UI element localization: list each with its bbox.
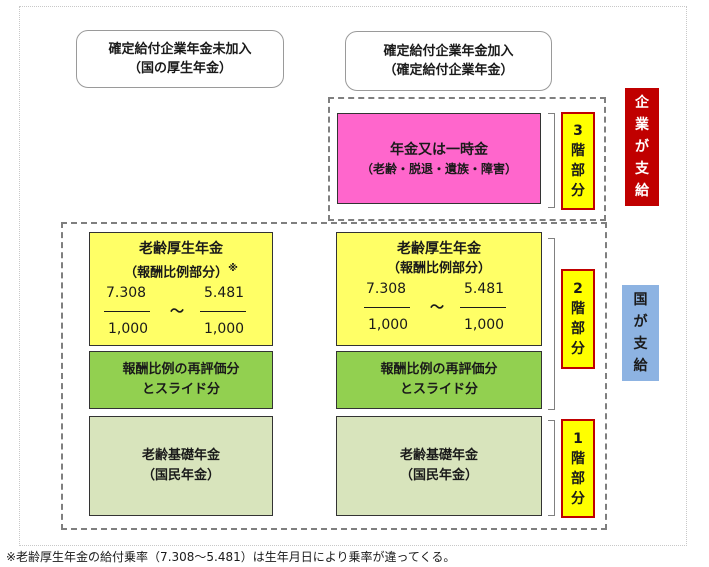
- rate-tilde: ～: [430, 300, 444, 316]
- basic-pension-line1: 老齢基礎年金: [141, 448, 220, 463]
- rate-denominator-low: 1,000: [368, 317, 409, 333]
- state-region: [61, 222, 607, 530]
- tier1-label: 1 階 部 分: [561, 419, 595, 518]
- company-pays-label: 企 業 が 支 給: [625, 88, 659, 206]
- footnote: ※老齢厚生年金の給付乗率（7.308～5.481）は生年月日により乗率が違ってく…: [6, 550, 456, 564]
- tier1-bracket: [548, 420, 555, 516]
- company-region: [328, 97, 606, 221]
- tier3-label: 3 階 部 分: [561, 112, 595, 210]
- rate-numerator-low: 7.308: [106, 285, 147, 302]
- pension-rate: 7.308 1,000 ～ 5.481 1,000: [86, 283, 276, 345]
- tier3-title: 年金又は一時金: [390, 141, 488, 158]
- payer-char: 支: [633, 336, 648, 352]
- payer-char: 給: [633, 358, 648, 374]
- tier-char: 階: [571, 301, 585, 317]
- basic-pension-line2: （国民年金）: [399, 468, 478, 483]
- rate-numerator-low: 7.308: [366, 281, 407, 297]
- basic-pension-box-left: 老齢基礎年金 （国民年金）: [89, 416, 273, 516]
- tier3-note: （老齢・脱退・遺族・障害）: [360, 161, 517, 176]
- rate-denominator-high: 1,000: [464, 317, 505, 333]
- pension-subtitle: （報酬比例部分）※: [124, 263, 238, 281]
- rate-divider-low: [364, 307, 410, 308]
- tier-char: 部: [571, 470, 585, 487]
- tier2-label: 2 階 部 分: [561, 269, 595, 369]
- revaluation-line2: とスライド分: [399, 382, 478, 397]
- pension-box-left: 老齢厚生年金 （報酬比例部分）※ 7.308 1,000 ～ 5.481 1,0…: [89, 232, 273, 346]
- payer-char: 給: [635, 183, 649, 199]
- pension-subtitle: （報酬比例部分）: [386, 261, 491, 276]
- state-pays-label: 国 が 支 給: [622, 285, 659, 381]
- pension-title: 老齢厚生年金: [397, 241, 481, 257]
- tier3-pension-box: 年金又は一時金 （老齢・脱退・遺族・障害）: [337, 113, 541, 204]
- footnote-mark: ※: [228, 263, 238, 274]
- basic-pension-line2: （国民年金）: [141, 468, 220, 483]
- revaluation-line1: 報酬比例の再評価分: [380, 362, 498, 377]
- tier3-bracket: [548, 113, 555, 208]
- rate-divider-low: [104, 311, 150, 313]
- basic-pension-box-right: 老齢基礎年金 （国民年金）: [336, 416, 542, 516]
- tier-char: 分: [571, 341, 585, 357]
- header-enrolled-line1: 確定給付企業年金加入: [383, 44, 514, 59]
- payer-char: 支: [635, 161, 649, 177]
- payer-char: 企: [635, 95, 649, 111]
- revaluation-line2: とスライド分: [141, 382, 220, 397]
- rate-divider-high: [460, 307, 506, 308]
- tier-number: 1: [573, 430, 583, 447]
- revaluation-box-right: 報酬比例の再評価分 とスライド分: [336, 351, 542, 409]
- rate-denominator-low: 1,000: [108, 321, 149, 338]
- tier-char: 階: [571, 450, 585, 467]
- header-not-enrolled-line1: 確定給付企業年金未加入: [108, 42, 252, 57]
- figure-frame: [19, 6, 687, 546]
- pension-rate: 7.308 1,000 ～ 5.481 1,000: [344, 279, 534, 341]
- pension-title: 老齢厚生年金: [139, 241, 223, 257]
- payer-char: 業: [635, 117, 649, 133]
- rate-numerator-high: 5.481: [464, 281, 505, 297]
- tier-number: 3: [573, 123, 583, 139]
- rate-numerator-high: 5.481: [204, 285, 245, 302]
- revaluation-line1: 報酬比例の再評価分: [122, 362, 240, 377]
- tier-char: 分: [571, 490, 585, 507]
- payer-char: 国: [633, 292, 648, 308]
- tier-char: 階: [571, 143, 585, 159]
- header-enrolled-line2: （確定給付企業年金）: [383, 63, 514, 78]
- tier-char: 分: [571, 183, 585, 199]
- header-not-enrolled-line2: （国の厚生年金）: [127, 61, 232, 76]
- tier-char: 部: [571, 163, 585, 179]
- revaluation-box-left: 報酬比例の再評価分 とスライド分: [89, 351, 273, 409]
- basic-pension-line1: 老齢基礎年金: [399, 448, 478, 463]
- rate-denominator-high: 1,000: [204, 321, 245, 338]
- header-enrolled: 確定給付企業年金加入 （確定給付企業年金）: [345, 31, 552, 91]
- header-not-enrolled: 確定給付企業年金未加入 （国の厚生年金）: [76, 30, 284, 88]
- tier-number: 2: [573, 281, 583, 297]
- tier2-bracket: [548, 238, 555, 410]
- payer-char: が: [633, 314, 648, 330]
- rate-divider-high: [200, 311, 246, 313]
- payer-char: が: [635, 139, 649, 155]
- rate-tilde: ～: [170, 304, 184, 321]
- tier-char: 部: [571, 321, 585, 337]
- pension-box-right: 老齢厚生年金 （報酬比例部分） 7.308 1,000 ～ 5.481 1,00…: [336, 232, 542, 346]
